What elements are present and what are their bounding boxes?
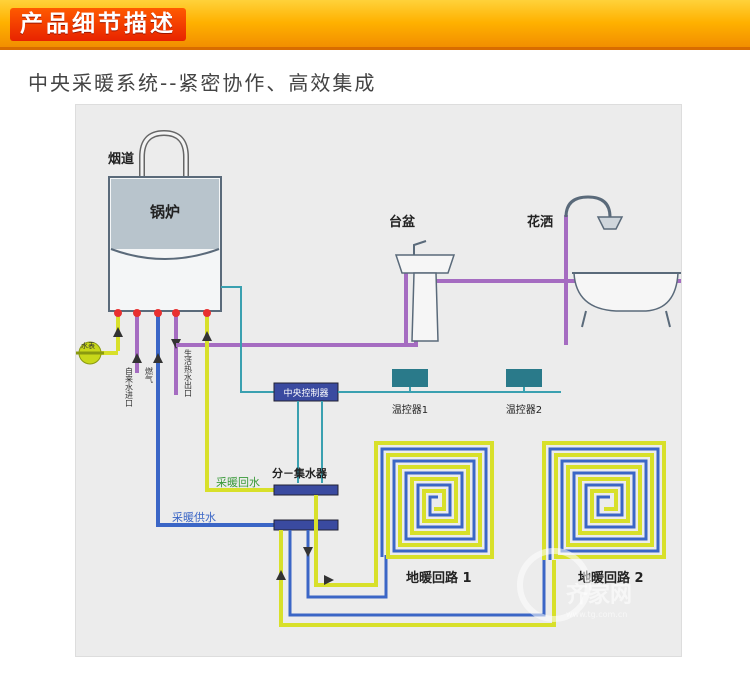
water-meter-label: 水表: [81, 341, 95, 350]
heating-diagram: 烟道 锅炉: [76, 129, 681, 627]
shower-label: 花洒: [527, 214, 553, 230]
diagram-frame: 烟道 锅炉: [75, 104, 682, 657]
flue-pipe: [139, 129, 189, 177]
watermark-logo: [517, 548, 591, 622]
bathtub-icon: [572, 272, 681, 328]
thermostat-1-box: [392, 369, 428, 387]
cold-water-inlet-label: 自来水进口: [125, 366, 134, 407]
heating-supply-label: 采暖供水: [172, 510, 216, 524]
watermark-url: www.tg.com.cn: [566, 610, 627, 619]
heating-supply-pipe: [153, 313, 281, 527]
flue-label: 烟道: [108, 151, 134, 167]
floor-heating-loop-1: [374, 441, 494, 559]
shower-icon: [564, 195, 624, 230]
subtitle: 中央采暖系统--紧密协作、高效集成: [28, 71, 377, 95]
thermostat-1-label: 温控器1: [392, 403, 428, 416]
boiler-ports: [114, 309, 211, 317]
floor-heating-loop-2: [542, 441, 666, 560]
heating-return-pipe: [202, 313, 281, 492]
section-banner: 产品细节描述: [0, 0, 750, 50]
return-manifold-bar: [273, 484, 339, 496]
supply-manifold-bar: [273, 519, 339, 531]
central-controller-label: 中央控制器: [283, 387, 328, 399]
thermostat-2-box: [506, 369, 542, 387]
loop-2-label: 地暖回路 2: [578, 570, 644, 586]
boiler-label: 锅炉: [150, 203, 180, 221]
manifold-label: 分－集水器: [272, 466, 328, 480]
loop-feed-pipes: [276, 495, 556, 627]
basin-label: 台盆: [389, 214, 416, 230]
watermark-brand: 齐家网: [566, 582, 632, 608]
hot-water-outlet-label: 生活热水出口: [184, 348, 193, 397]
thermostat-2-label: 温控器2: [506, 403, 542, 416]
basin-icon: [394, 240, 456, 342]
gas-pipe: [132, 313, 142, 373]
water-meter-icon: [76, 341, 104, 365]
heating-return-label: 采暖回水: [216, 476, 260, 489]
banner-title: 产品细节描述: [10, 8, 186, 41]
controller-signal-line: [221, 286, 274, 393]
boiler-unit: [108, 176, 222, 312]
gas-label: 燃气: [145, 366, 154, 383]
loop-1-label: 地暖回路 1: [406, 570, 472, 586]
